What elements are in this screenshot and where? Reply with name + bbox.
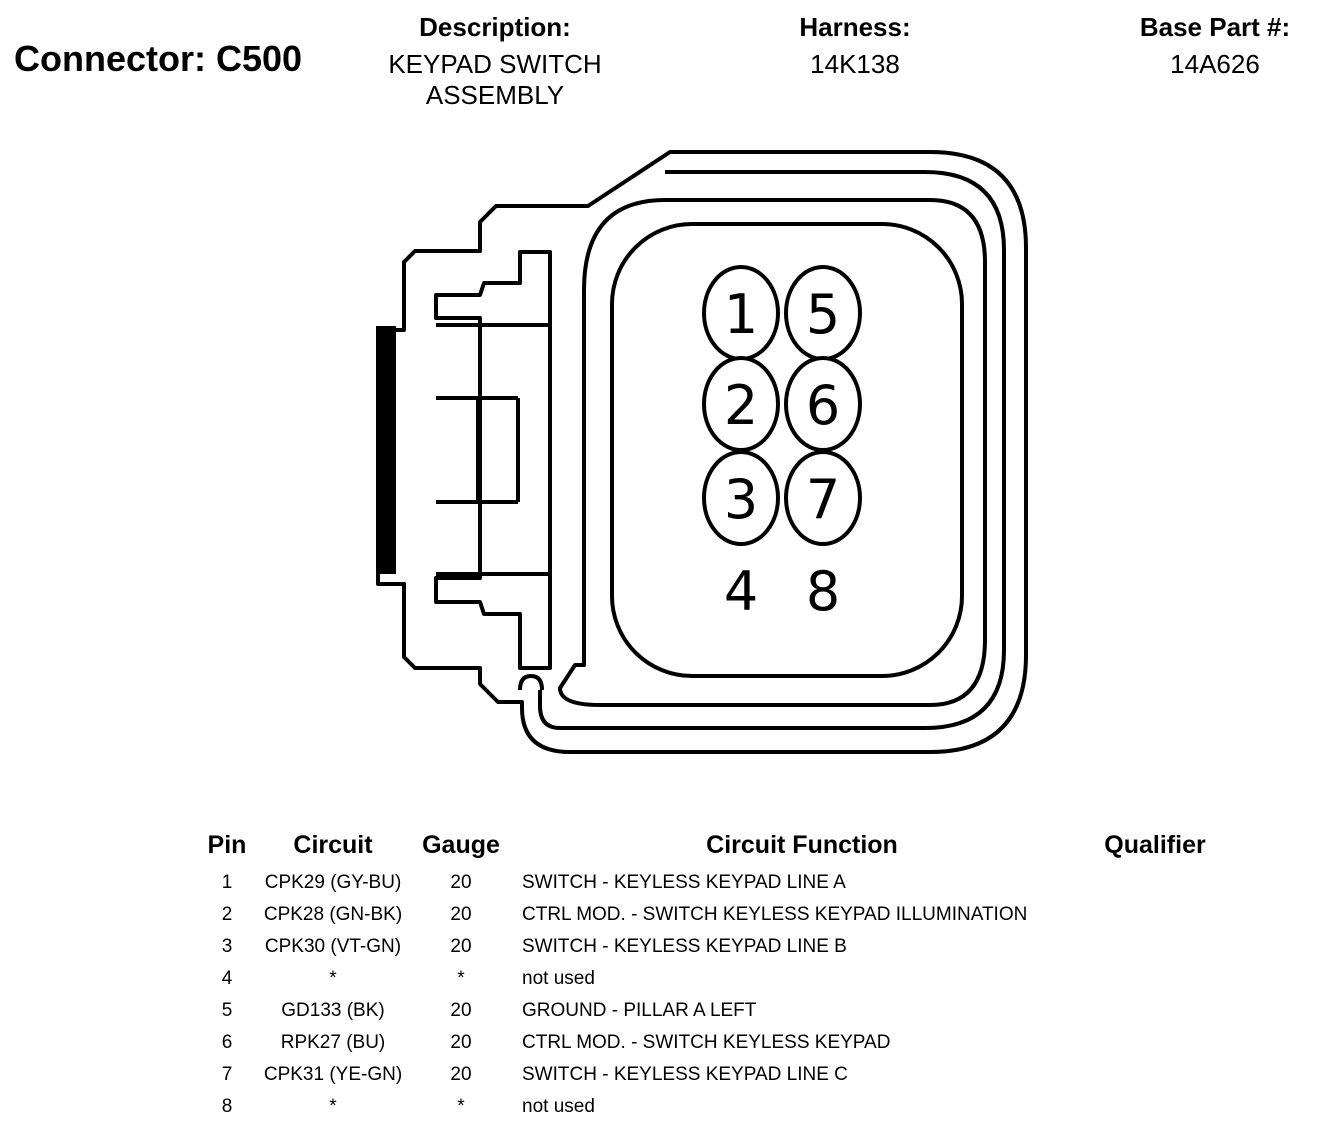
table-row: 8 * * not used bbox=[196, 1091, 1220, 1123]
circuit-cell: CPK31 (YE-GN) bbox=[263, 1064, 403, 1085]
side-seal-bar bbox=[376, 326, 396, 574]
pin-cell: 2 bbox=[221, 904, 233, 925]
left-latch-profile bbox=[434, 250, 552, 670]
connector-face-diagram: 1 5 2 6 3 7 4 8 bbox=[376, 150, 1028, 754]
gauge-cell: * bbox=[457, 968, 465, 989]
gauge-cell: 20 bbox=[450, 872, 472, 893]
pin-label-3: 3 bbox=[724, 468, 758, 531]
circuit-cell: * bbox=[329, 1096, 337, 1117]
description-label: Description: bbox=[419, 12, 571, 42]
table-row: 2 CPK28 (GN-BK) 20 CTRL MOD. - SWITCH KEYLE… bbox=[196, 899, 1220, 931]
pin-cell: 5 bbox=[221, 1000, 233, 1021]
qualifier-cell bbox=[1090, 899, 1220, 931]
description-line-2: ASSEMBLY bbox=[425, 80, 565, 110]
header-qualifier: Qualifier bbox=[1104, 830, 1206, 859]
qualifier-cell bbox=[1090, 1091, 1220, 1123]
pin-circle-3 bbox=[702, 450, 780, 546]
table-row: 7 CPK31 (YE-GN) 20 SWITCH - KEYLESS KEYPAD … bbox=[196, 1059, 1220, 1091]
pin-label-4: 4 bbox=[724, 560, 758, 623]
gauge-cell: 20 bbox=[450, 936, 472, 957]
pin-cell: 8 bbox=[221, 1096, 233, 1117]
pin-cavity bbox=[610, 222, 964, 678]
description-block: Description: KEYPAD SWITCH ASSEMBLY bbox=[360, 12, 630, 111]
table-row: 6 RPK27 (BU) 20 CTRL MOD. - SWITCH KEYLESS … bbox=[196, 1027, 1220, 1059]
function-cell: SWITCH - KEYLESS KEYPAD LINE A bbox=[522, 872, 846, 893]
function-cell: CTRL MOD. - SWITCH KEYLESS KEYPAD bbox=[522, 1032, 891, 1053]
qualifier-cell bbox=[1090, 1027, 1220, 1059]
gauge-cell: 20 bbox=[450, 1000, 472, 1021]
table-row: 1 CPK29 (GY-BU) 20 SWITCH - KEYLESS KEYPAD … bbox=[196, 867, 1220, 899]
circuit-cell: RPK27 (BU) bbox=[280, 1032, 386, 1053]
header-circuit-function: Circuit Function bbox=[706, 830, 898, 859]
pin-label-6: 6 bbox=[806, 374, 840, 437]
table-row: 5 GD133 (BK) 20 GROUND - PILLAR A LEFT bbox=[196, 995, 1220, 1027]
qualifier-cell bbox=[1090, 1059, 1220, 1091]
header-gauge: Gauge bbox=[422, 830, 500, 859]
base-part-block: Base Part #: 14A626 bbox=[1110, 12, 1320, 80]
harness-value: 14K138 bbox=[810, 49, 900, 79]
gauge-cell: * bbox=[457, 1096, 465, 1117]
circuit-cell: GD133 (BK) bbox=[281, 1000, 385, 1021]
description-line-1: KEYPAD SWITCH bbox=[388, 49, 602, 79]
table-row: 4 * * not used bbox=[196, 963, 1220, 995]
inner-shell bbox=[558, 198, 987, 707]
circuit-cell: CPK28 (GN-BK) bbox=[263, 904, 403, 925]
pin-label-1: 1 bbox=[724, 283, 758, 346]
housing-outline bbox=[376, 150, 1028, 754]
pinout-header-row: Pin Circuit Gauge Circuit Function Quali… bbox=[196, 829, 1220, 867]
header-pin: Pin bbox=[207, 830, 247, 859]
pin-label-5: 5 bbox=[806, 283, 840, 346]
gauge-cell: 20 bbox=[450, 1064, 472, 1085]
base-part-label: Base Part #: bbox=[1139, 12, 1291, 42]
pin-cell: 4 bbox=[221, 968, 233, 989]
qualifier-cell bbox=[1090, 931, 1220, 963]
circuit-cell: CPK30 (VT-GN) bbox=[264, 936, 402, 957]
function-cell: CTRL MOD. - SWITCH KEYLESS KEYPAD ILLUMI… bbox=[522, 904, 1028, 925]
pin-label-7: 7 bbox=[806, 468, 840, 531]
connector-title: Connector: C500 bbox=[14, 38, 303, 79]
pin-circle-7 bbox=[784, 450, 862, 546]
pin-cell: 3 bbox=[221, 936, 233, 957]
gauge-cell: 20 bbox=[450, 904, 472, 925]
pin-cell: 1 bbox=[221, 872, 233, 893]
harness-label: Harness: bbox=[799, 12, 911, 42]
pinout-table: Pin Circuit Gauge Circuit Function Quali… bbox=[196, 829, 1220, 1123]
function-cell: GROUND - PILLAR A LEFT bbox=[522, 1000, 757, 1021]
housing-inner-outline bbox=[538, 170, 1006, 730]
circuit-cell: * bbox=[329, 968, 337, 989]
latch-notch bbox=[518, 674, 544, 691]
function-cell: SWITCH - KEYLESS KEYPAD LINE B bbox=[522, 936, 847, 957]
header-circuit: Circuit bbox=[293, 830, 373, 859]
qualifier-cell bbox=[1090, 995, 1220, 1027]
pin-cell: 6 bbox=[221, 1032, 233, 1053]
qualifier-cell bbox=[1090, 963, 1220, 995]
base-part-value: 14A626 bbox=[1170, 49, 1260, 79]
function-cell: SWITCH - KEYLESS KEYPAD LINE C bbox=[522, 1064, 848, 1085]
harness-block: Harness: 14K138 bbox=[760, 12, 950, 80]
circuit-cell: CPK29 (GY-BU) bbox=[264, 872, 402, 893]
qualifier-cell bbox=[1090, 867, 1220, 899]
function-cell: not used bbox=[522, 968, 595, 989]
pin-label-8: 8 bbox=[806, 560, 840, 623]
function-cell: not used bbox=[522, 1096, 595, 1117]
gauge-cell: 20 bbox=[450, 1032, 472, 1053]
pin-label-2: 2 bbox=[724, 374, 758, 437]
pin-cell: 7 bbox=[221, 1064, 233, 1085]
table-row: 3 CPK30 (VT-GN) 20 SWITCH - KEYLESS KEYPAD … bbox=[196, 931, 1220, 963]
